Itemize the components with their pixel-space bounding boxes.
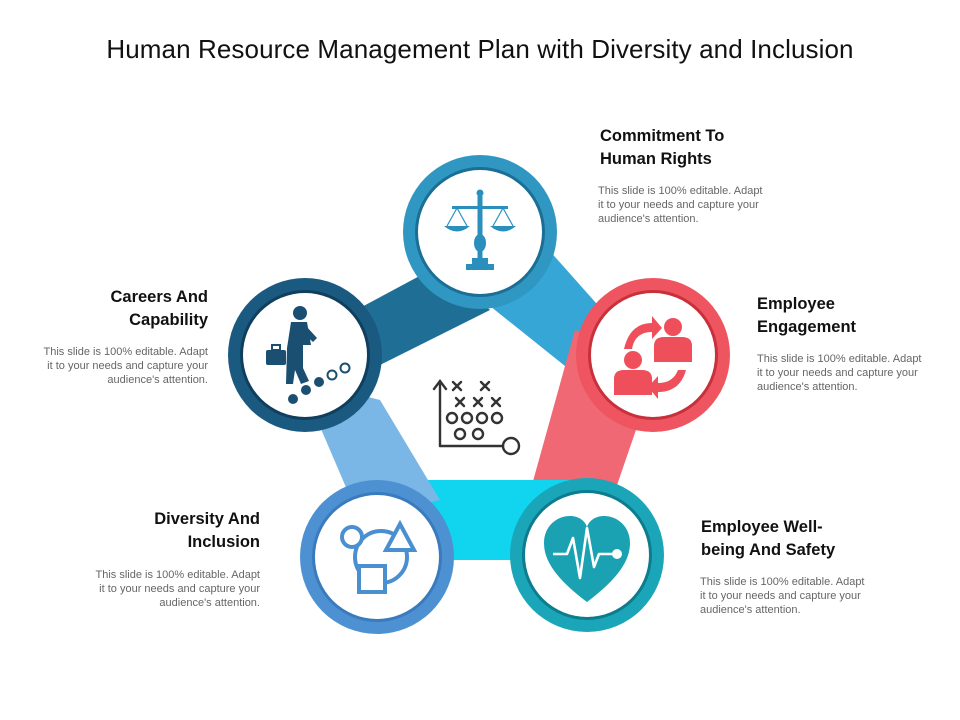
node-right (576, 278, 730, 432)
strategy-play-icon (432, 379, 521, 456)
shapes-icon (340, 519, 418, 594)
people-exchange-icon (614, 316, 692, 399)
node-bottom-right (510, 478, 664, 632)
career-steps-icon (266, 306, 351, 404)
node-bottom-left (300, 480, 454, 634)
node-top (403, 155, 557, 309)
scales-icon (444, 189, 516, 270)
node-left (228, 278, 382, 432)
item-title-bottom-right: Employee Well-being And Safety (701, 518, 836, 559)
heartbeat-icon (544, 516, 630, 602)
page-title: Human Resource Management Plan with Dive… (106, 34, 854, 64)
